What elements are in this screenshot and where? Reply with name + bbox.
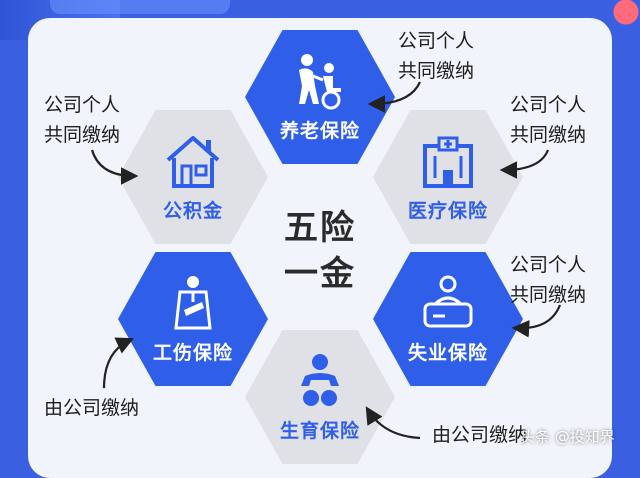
note-line: 共同缴纳: [398, 60, 475, 82]
background-top-bar: [50, 0, 230, 14]
center-title-line: 一金: [284, 254, 356, 294]
arrow-unemployment: [511, 304, 562, 338]
baby-icon: [301, 353, 339, 406]
hex-label: 生育保险: [279, 419, 360, 442]
hex-label: 医疗保险: [407, 199, 488, 222]
note-injury: 由公司缴纳: [44, 393, 139, 423]
note-pension: 公司个人 共同缴纳: [398, 26, 474, 86]
injured-worker-icon: [174, 275, 212, 329]
hex-label: 公积金: [162, 199, 223, 222]
center-title-line: 五险: [284, 208, 356, 248]
note-maternity: 由公司缴纳: [432, 420, 527, 450]
note-housing: 公司个人 共同缴纳: [44, 90, 120, 150]
note-line: 共同缴纳: [44, 124, 121, 146]
note-unemployment: 公司个人 共同缴纳: [510, 250, 586, 310]
hex-work-injury-insurance: 工伤保险: [118, 252, 268, 386]
note-line: 公司个人: [398, 30, 475, 52]
hex-label: 工伤保险: [152, 341, 233, 364]
hex-label: 失业保险: [407, 341, 488, 364]
note-line: 共同缴纳: [510, 284, 587, 306]
center-title: 五险 一金: [270, 205, 370, 297]
arrow-pension: [367, 81, 422, 113]
arrows-layer: [90, 81, 562, 440]
note-line: 公司个人: [510, 254, 587, 276]
watermark: 头条 @投知界: [520, 428, 615, 446]
hex-unemployment-insurance: 失业保险: [373, 252, 523, 386]
note-line: 共同缴纳: [510, 124, 587, 146]
hex-label: 养老保险: [279, 119, 360, 142]
note-line: 公司个人: [510, 94, 587, 116]
arrow-maternity: [365, 406, 421, 440]
arrow-medical: [499, 149, 550, 179]
note-medical: 公司个人 共同缴纳: [510, 90, 586, 150]
hospital-icon: [423, 136, 473, 188]
note-line: 公司个人: [44, 94, 121, 116]
note-line: 由公司缴纳: [432, 424, 528, 446]
elderly-care-icon: [299, 53, 341, 109]
hex-maternity-insurance: 生育保险: [245, 330, 395, 464]
house-icon: [166, 135, 220, 188]
note-line: 由公司缴纳: [44, 397, 140, 419]
arrow-injury: [102, 337, 134, 389]
arrow-housing: [90, 149, 139, 185]
job-desk-icon: [423, 275, 473, 327]
